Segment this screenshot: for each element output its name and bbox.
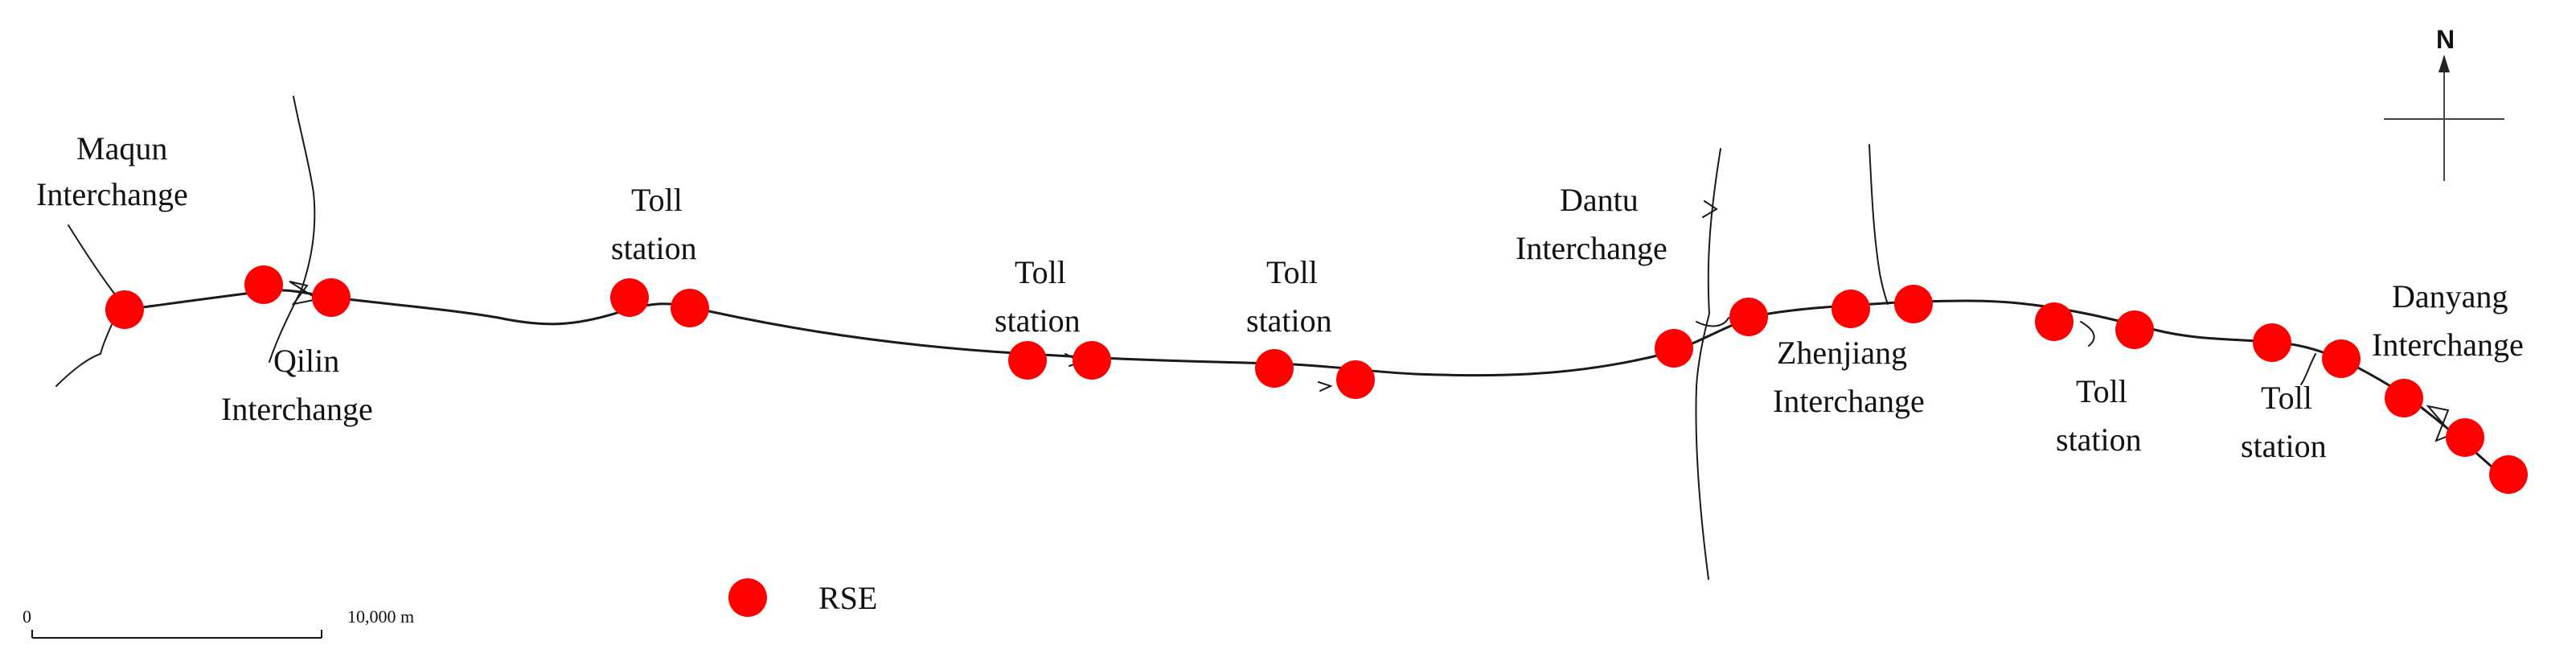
label-dantu: Dantu: [1560, 182, 1639, 218]
rse-marker: [244, 265, 283, 304]
danyang-interchange-loop: [2426, 405, 2454, 442]
label-danyang: Danyang: [2392, 278, 2508, 314]
label-toll-a-station: station: [611, 230, 697, 266]
legend-rse-label: RSE: [818, 580, 877, 616]
rse-marker: [2035, 302, 2074, 341]
rse-marker: [2489, 455, 2528, 494]
label-toll-e-station: station: [2241, 428, 2327, 464]
north-arrow-head: [2439, 55, 2450, 72]
rse-marker: [1655, 329, 1693, 368]
label-toll-b-station: station: [995, 302, 1081, 339]
label-toll-a: Toll: [631, 182, 683, 218]
rse-marker: [105, 290, 144, 329]
label-zhenjiang-interchange: Interchange: [1773, 383, 1925, 419]
qilin-interchange-loop: [289, 281, 320, 306]
rse-marker: [671, 289, 709, 327]
rse-marker: [2253, 323, 2291, 362]
label-qilin: Qilin: [273, 343, 339, 379]
legend-rse-marker: [728, 578, 767, 617]
label-zhenjiang: Zhenjiang: [1777, 335, 1907, 371]
dantu-interchange-ramp: [1702, 200, 1718, 218]
label-toll-e: Toll: [2261, 380, 2312, 416]
rse-marker: [1073, 341, 1111, 380]
qilin-branch-road: [269, 96, 316, 363]
label-toll-c-station: station: [1246, 302, 1332, 339]
rse-marker: [610, 278, 649, 317]
rse-marker: [1894, 285, 1933, 323]
rse-markers: [105, 265, 2528, 494]
label-danyang-interchange: Interchange: [2372, 327, 2524, 363]
toll-station-ramp: [2080, 321, 2095, 347]
toll-station-ramp-2: [2300, 353, 2316, 385]
rse-marker: [2322, 339, 2361, 378]
scale-bar-start-label: 0: [23, 606, 31, 627]
rse-marker: [1729, 298, 1768, 336]
legend: RSE: [728, 578, 877, 617]
label-toll-c: Toll: [1266, 254, 1318, 290]
maqun-branch-road: [55, 224, 122, 387]
north-arrow: N: [2384, 25, 2504, 181]
rse-marker: [2385, 379, 2423, 417]
label-toll-d: Toll: [2076, 373, 2127, 409]
rse-marker: [1832, 290, 1870, 328]
rse-marker: [1336, 360, 1375, 399]
label-qilin-interchange: Interchange: [221, 391, 373, 427]
dantu-interchange-ramp-2: [1696, 317, 1729, 327]
scale-bar-end-label: 10,000 m: [347, 606, 414, 627]
rse-marker: [1008, 341, 1047, 380]
rse-marker: [2446, 418, 2484, 457]
rse-marker: [312, 278, 351, 317]
rse-marker: [1255, 349, 1294, 388]
expressway-line: [123, 289, 2502, 476]
scale-bar: 0 10,000 m: [23, 606, 414, 639]
label-maqun: Maqun: [76, 130, 167, 166]
label-maqun-interchange: Interchange: [36, 176, 188, 212]
toll-station-ramp-4: [1318, 381, 1333, 392]
label-dantu-interchange: Interchange: [1516, 230, 1667, 266]
dantu-branch-road: [1695, 148, 1721, 580]
zhenjiang-branch-road: [1868, 144, 1889, 305]
label-toll-b: Toll: [1015, 254, 1066, 290]
rse-marker: [2115, 310, 2154, 349]
north-arrow-label: N: [2436, 25, 2455, 54]
label-toll-d-station: station: [2056, 421, 2142, 458]
